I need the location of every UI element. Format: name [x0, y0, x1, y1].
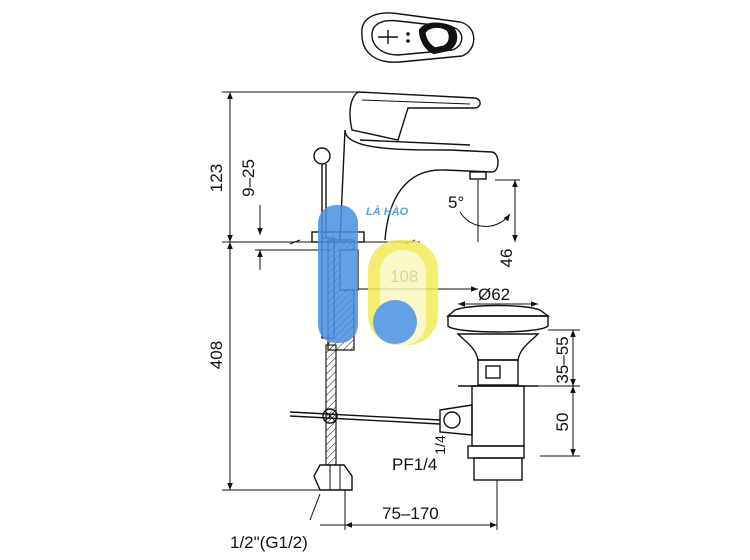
dim-lever-lift: 9–25	[239, 159, 258, 197]
dim-angle: 5°	[448, 193, 464, 212]
spout-clearance-lines	[495, 179, 520, 242]
waste-dimension-lines	[309, 301, 580, 530]
left-dimension-lines	[222, 91, 420, 491]
dim-spout-clearance: 46	[497, 249, 516, 268]
dim-pop-up-range: 35–55	[553, 336, 572, 383]
handle-top-view	[361, 12, 475, 63]
spout-angle	[459, 180, 511, 242]
dim-rod-thread: 1/4	[432, 435, 448, 455]
dim-waste-diameter: Ø62	[478, 285, 510, 304]
dim-inlet-thread: 1/2"(G1/2)	[230, 533, 308, 552]
dim-drain-offset: 75–170	[382, 504, 439, 523]
dim-waste-thread: PF1/4	[392, 455, 437, 474]
dim-waste-length: 50	[553, 413, 572, 432]
pop-up-rod	[289, 408, 441, 425]
watermark-text: LÀ HÀO	[366, 205, 409, 218]
dim-height-bottom: 408	[207, 341, 226, 369]
brand-watermark-logo: LÀ HÀO	[318, 205, 438, 345]
pop-up-waste	[439, 304, 551, 481]
dim-height-top: 123	[207, 164, 226, 192]
